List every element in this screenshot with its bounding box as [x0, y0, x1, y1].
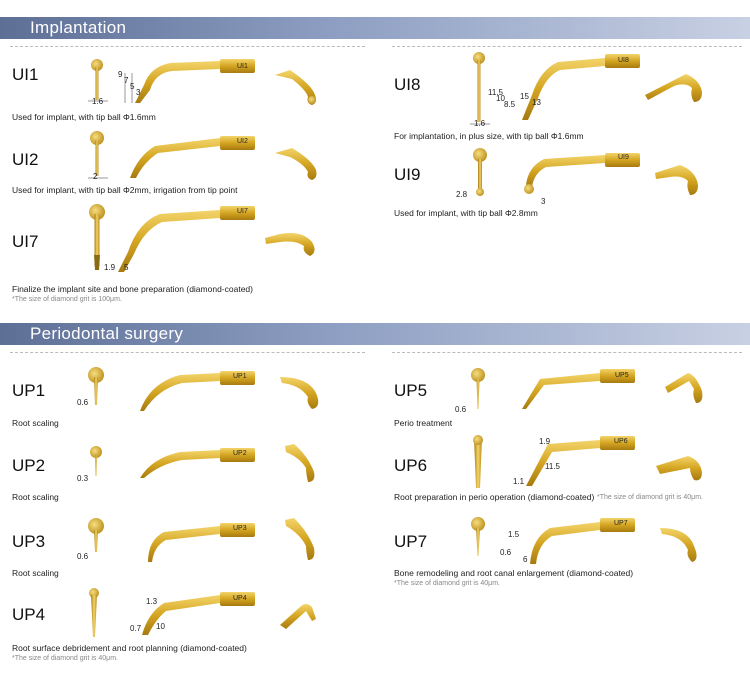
- item-code-up3: UP3: [12, 532, 46, 551]
- tip-label-up2: UP2: [233, 450, 247, 457]
- dim-ui7-5: 5: [124, 263, 129, 272]
- dim-ui8-tip: 1.6: [474, 119, 486, 128]
- item-desc-ui7: Finalize the implant site and bone prepa…: [12, 284, 253, 294]
- dim-up4-13: 1.3: [146, 597, 158, 606]
- up4-tip-drawings: [89, 588, 316, 637]
- dim-ui9-tip: 2.8: [456, 190, 468, 199]
- dim-up7-06: 0.6: [500, 548, 512, 557]
- tip-label-ui2: UI2: [237, 138, 248, 145]
- item-desc-up5: Perio treatment: [394, 418, 453, 428]
- dim-up4-07: 0.7: [130, 624, 142, 633]
- ui9-tip-drawings: [473, 148, 698, 196]
- dim-ui8-13: 13: [532, 98, 541, 107]
- item-note-up7: *The size of diamond grit is 40μm.: [394, 580, 500, 587]
- item-code-ui8: UI8: [394, 75, 421, 94]
- item-code-ui9: UI9: [394, 165, 421, 184]
- item-code-up7: UP7: [394, 532, 428, 551]
- item-code-up4: UP4: [12, 605, 46, 624]
- item-desc-up4: Root surface debridement and root planni…: [12, 643, 247, 653]
- item-code-ui1: UI1: [12, 65, 39, 84]
- ui7-tip-drawings: [89, 204, 315, 272]
- item-code-up2: UP2: [12, 456, 46, 475]
- tip-label-up5: UP5: [615, 372, 629, 379]
- item-desc-up6: Root preparation in perio operation (dia…: [394, 492, 595, 502]
- up1-tip-drawings: [88, 367, 319, 411]
- divider: [392, 46, 742, 48]
- dim-up6-115: 11.5: [545, 462, 560, 471]
- dim-up1-tip: 0.6: [77, 398, 89, 407]
- dim-up7-6: 6: [523, 555, 528, 564]
- tip-label-ui9: UI9: [618, 154, 629, 161]
- tip-label-ui1: UI1: [237, 63, 248, 70]
- dim-ui1-5: 5: [130, 82, 135, 91]
- dim-ui1-tip: 1.6: [92, 97, 104, 106]
- item-desc-ui2: Used for implant, with tip ball Φ2mm, ir…: [12, 185, 238, 195]
- tip-label-up1: UP1: [233, 373, 247, 380]
- item-note-ui7: *The size of diamond grit is 100μm.: [12, 296, 122, 303]
- item-note-up6: *The size of diamond grit is 40μm.: [597, 494, 703, 501]
- divider: [10, 46, 365, 48]
- up7-tip-drawings: [471, 517, 697, 564]
- up5-tip-drawings: [471, 368, 703, 409]
- section-title-implantation: Implantation: [30, 18, 127, 37]
- item-desc-up3: Root scaling: [12, 568, 59, 578]
- dim-ui8-15: 15: [520, 92, 529, 101]
- item-desc-up7: Bone remodeling and root canal enlargeme…: [394, 568, 634, 578]
- up3-tip-drawings: [88, 518, 315, 562]
- ui1-tip-drawings: [88, 59, 316, 105]
- dim-up2-tip: 0.3: [77, 474, 89, 483]
- up6-tip-drawings: [473, 435, 702, 488]
- item-desc-up2: Root scaling: [12, 492, 59, 502]
- dim-up4-10: 10: [156, 622, 165, 631]
- ui2-tip-drawings: [88, 131, 317, 180]
- implantation-banner: Implantation: [0, 17, 750, 39]
- up2-tip-drawings: [90, 444, 315, 482]
- ui8-tip-drawings: [470, 52, 702, 125]
- periodontal-banner: Periodontal surgery: [0, 323, 750, 345]
- tip-label-up7: UP7: [614, 520, 628, 527]
- dim-ui1-7: 7: [124, 76, 129, 85]
- divider: [392, 352, 742, 354]
- dim-ui1-9: 9: [118, 70, 123, 79]
- item-code-ui2: UI2: [12, 150, 39, 169]
- dim-ui9-3: 3: [541, 197, 546, 206]
- dim-ui8-85: 8.5: [504, 100, 516, 109]
- item-code-ui7: UI7: [12, 232, 39, 251]
- dim-ui8-10: 10: [496, 94, 505, 103]
- dim-ui1-3: 3: [136, 88, 141, 97]
- item-note-up4: *The size of diamond grit is 40μm.: [12, 655, 118, 662]
- item-desc-ui8: For implantation, in plus size, with tip…: [394, 131, 584, 141]
- dim-ui8-115: 11.5: [488, 88, 503, 97]
- item-desc-ui1: Used for implant, with tip ball Φ1.6mm: [12, 112, 156, 122]
- item-desc-up1: Root scaling: [12, 418, 59, 428]
- item-code-up1: UP1: [12, 381, 46, 400]
- dim-up7-15: 1.5: [508, 530, 520, 539]
- section-title-periodontal: Periodontal surgery: [30, 324, 184, 343]
- dim-ui7-diam: 1.9: [104, 263, 116, 272]
- item-code-up5: UP5: [394, 381, 428, 400]
- tip-label-ui7: UI7: [237, 208, 248, 215]
- dim-up5-tip: 0.6: [455, 405, 467, 414]
- item-desc-ui9: Used for implant, with tip ball Φ2.8mm: [394, 208, 538, 218]
- dim-ui2-tip: 2: [93, 172, 98, 181]
- tip-label-up6: UP6: [614, 438, 628, 445]
- tip-label-ui8: UI8: [618, 57, 629, 64]
- dim-up6-11: 1.1: [513, 477, 525, 486]
- item-code-up6: UP6: [394, 456, 428, 475]
- divider: [10, 352, 365, 354]
- tip-label-up3: UP3: [233, 525, 247, 532]
- dim-up6-19: 1.9: [539, 437, 551, 446]
- tip-label-up4: UP4: [233, 595, 247, 602]
- dim-up3-tip: 0.6: [77, 552, 89, 561]
